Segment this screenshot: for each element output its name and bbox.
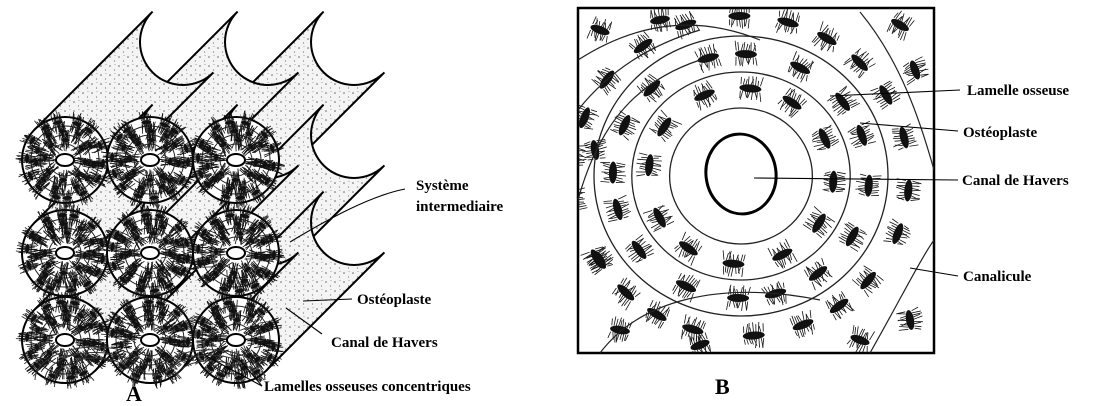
label-lamelle-osseuse: Lamelle osseuse: [967, 83, 1069, 99]
canal-havers-a: [227, 334, 245, 346]
label-canal-havers-a: Canal de Havers: [331, 335, 438, 351]
label-systeme: Système: [416, 178, 469, 194]
label-osteoplaste-a: Ostéoplaste: [357, 292, 432, 308]
panel-letter-a: A: [126, 381, 142, 406]
panel-a-osteon-block: Système intermediaire Ostéoplaste Canal …: [15, 12, 503, 406]
canal-havers-a: [227, 154, 245, 166]
canal-havers-a: [141, 154, 159, 166]
label-canal-havers-b: Canal de Havers: [962, 173, 1069, 189]
canal-havers-a: [56, 247, 74, 259]
osteon-cross-sections: [15, 110, 285, 389]
label-lamelles-concentriques: Lamelles osseuses concentriques: [264, 379, 471, 395]
label-osteoplaste-b: Ostéoplaste: [963, 125, 1038, 141]
canal-havers-a: [56, 154, 74, 166]
canal-havers-a: [56, 334, 74, 346]
canal-havers-a: [141, 247, 159, 259]
canal-havers-a: [141, 334, 159, 346]
label-intermediaire: intermediaire: [416, 199, 504, 215]
panel-letter-b: B: [715, 374, 730, 399]
panel-b-osteon-section: Lamelle osseuse Ostéoplaste Canal de Hav…: [560, 3, 1069, 399]
canal-havers-a: [227, 247, 245, 259]
label-canalicule: Canalicule: [963, 269, 1032, 285]
